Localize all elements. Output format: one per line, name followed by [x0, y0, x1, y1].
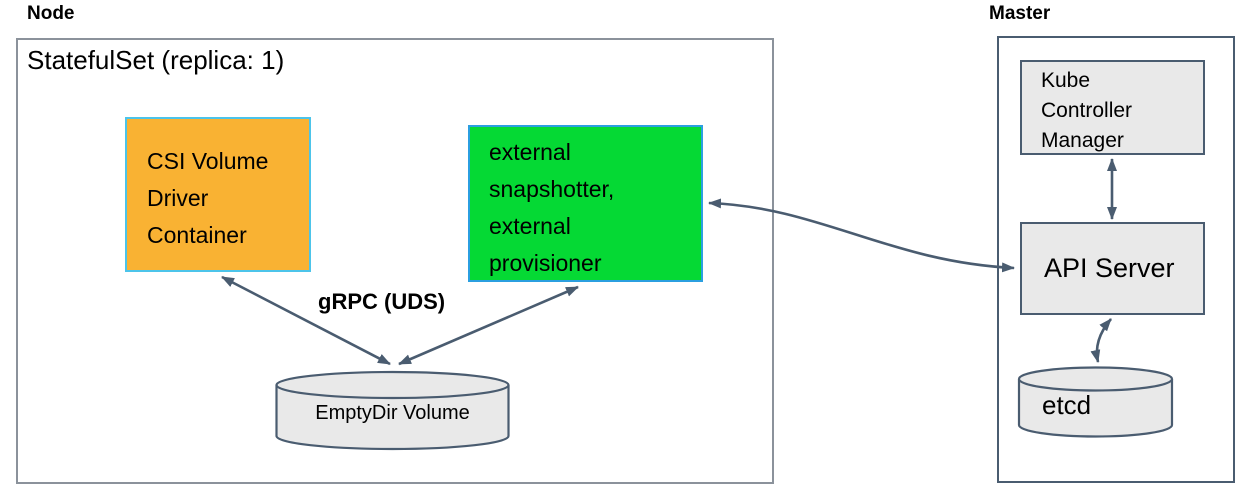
etcd-label: etcd	[1042, 390, 1092, 420]
api-server-etcd-arrow	[1090, 318, 1112, 363]
kube-controller-manager-box: Kube Controller Manager	[1020, 60, 1205, 155]
emptydir-volume-label: EmptyDir Volume	[315, 402, 470, 424]
external-sidecar-label: external snapshotter, external provision…	[489, 139, 615, 276]
master-label: Master	[989, 3, 1051, 24]
kube-controller-manager-label: Kube Controller Manager	[1041, 69, 1133, 152]
external-sidecar-box: external snapshotter, external provision…	[468, 125, 703, 282]
grpc-arrow-sidecar-emptydir	[398, 285, 579, 366]
grpc-arrow-csi-emptydir	[221, 275, 391, 366]
cylinder-shape	[1017, 366, 1174, 438]
cylinder-shape	[275, 370, 510, 451]
etcd-cylinder: etcd	[1017, 366, 1174, 439]
statefulset-title: StatefulSet (replica: 1)	[27, 45, 285, 75]
csi-volume-driver-label: CSI Volume Driver Container	[147, 148, 269, 248]
sidecar-api-server-arrow	[708, 198, 1015, 273]
emptydir-volume-cylinder: EmptyDir Volume	[274, 370, 511, 452]
node-label: Node	[27, 3, 75, 24]
api-server-box: API Server	[1020, 222, 1205, 315]
csi-volume-driver-box: CSI Volume Driver Container	[125, 117, 311, 272]
api-server-label: API Server	[1044, 253, 1175, 283]
